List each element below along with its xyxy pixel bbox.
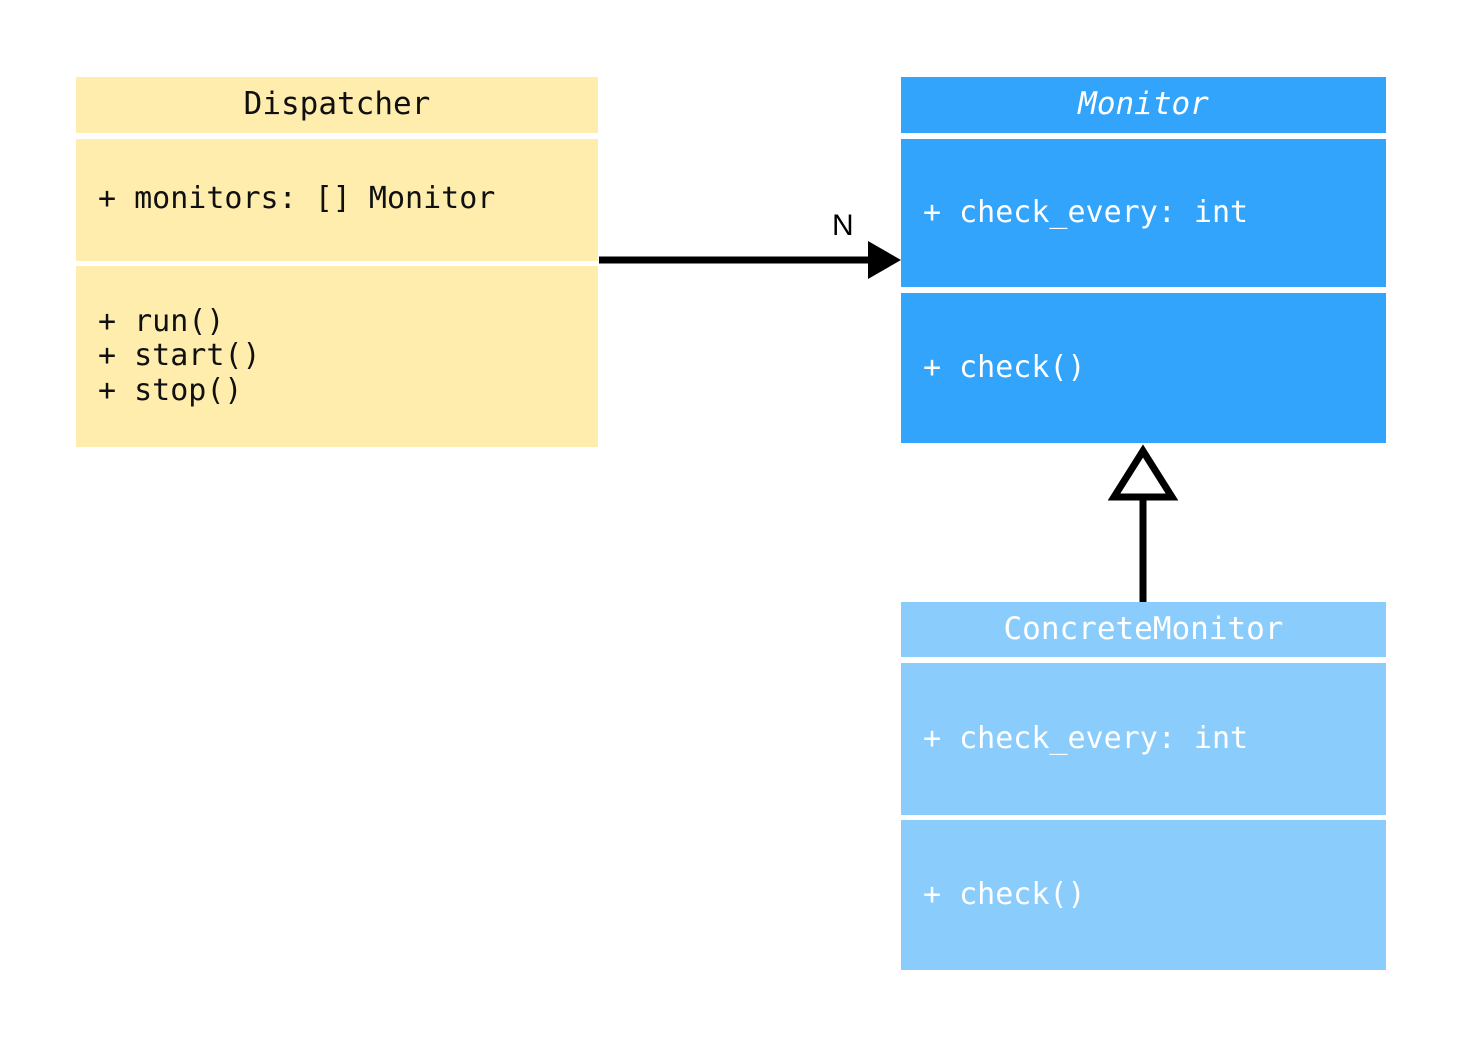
compartment-divider xyxy=(901,814,1386,821)
method-row: + start() xyxy=(98,338,261,374)
generalization-hollow-triangle-icon xyxy=(1107,444,1179,501)
methods-compartment-monitor: + check() xyxy=(901,293,1386,443)
attributes-compartment-dispatcher: + monitors: [] Monitor xyxy=(76,138,598,261)
multiplicity-label-n: N xyxy=(832,209,854,242)
compartment-divider xyxy=(901,287,1386,294)
attributes-compartment-monitor: + check_every: int xyxy=(901,138,1386,288)
methods-compartment-dispatcher: + run() + start() + stop() xyxy=(76,266,598,447)
attribute-row: + check_every: int xyxy=(923,194,1249,230)
association-arrowhead-icon xyxy=(868,241,901,279)
generalization-edge-concretemonitor-monitor xyxy=(1107,444,1179,602)
attributes-compartment-concrete-monitor: + check_every: int xyxy=(901,663,1386,815)
method-row: + check() xyxy=(923,349,1086,385)
class-title-monitor: Monitor xyxy=(901,77,1386,133)
method-row: + check() xyxy=(923,876,1086,912)
methods-compartment-concrete-monitor: + check() xyxy=(901,820,1386,971)
method-row: + run() xyxy=(98,303,225,339)
attribute-row: + monitors: [] Monitor xyxy=(98,181,496,217)
class-title-dispatcher: Dispatcher xyxy=(76,77,598,133)
uml-class-concrete-monitor[interactable]: ConcreteMonitor + check_every: int + che… xyxy=(901,602,1386,971)
uml-class-dispatcher[interactable]: Dispatcher + monitors: [] Monitor + run(… xyxy=(76,77,598,447)
compartment-divider xyxy=(76,260,598,267)
uml-class-monitor[interactable]: Monitor + check_every: int + check() xyxy=(901,77,1386,443)
compartment-divider xyxy=(901,657,1386,664)
association-edge-dispatcher-monitor xyxy=(599,241,901,279)
compartment-divider xyxy=(901,132,1386,139)
method-row: + stop() xyxy=(98,372,243,408)
compartment-divider xyxy=(76,132,598,139)
attribute-row: + check_every: int xyxy=(923,720,1249,756)
class-title-concrete-monitor: ConcreteMonitor xyxy=(901,602,1386,658)
